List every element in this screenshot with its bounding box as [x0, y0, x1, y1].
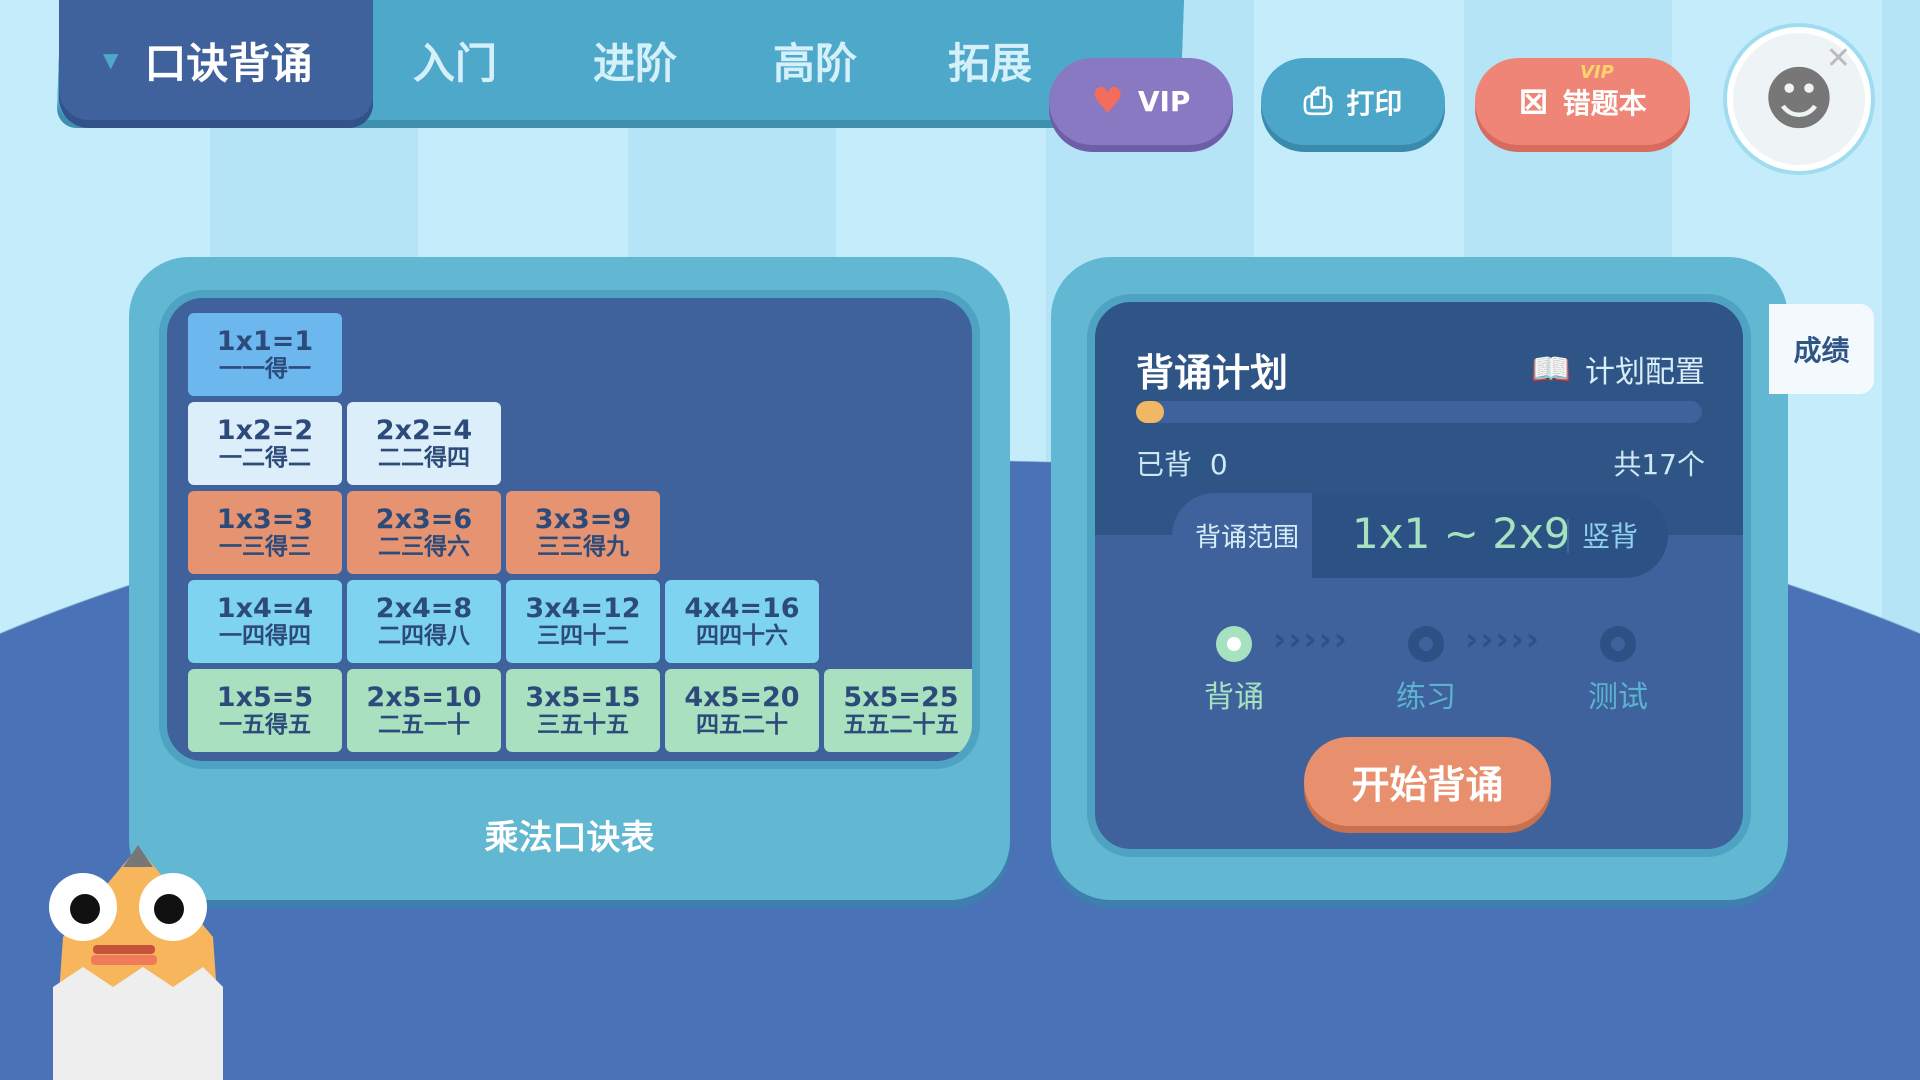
formula-chinese: 四五二十	[696, 711, 788, 738]
book-icon: 📖	[1531, 350, 1571, 388]
vip-button[interactable]: ♥ VIP	[1049, 58, 1233, 145]
pencil-mascot-icon	[49, 845, 223, 1080]
range-value: 1x1 ~ 2x9	[1352, 509, 1571, 558]
formula-chinese: 一五得五	[219, 711, 311, 738]
formula-equation: 1x1=1	[216, 326, 314, 357]
tab-label: 口诀背诵	[144, 38, 313, 88]
config-label: 计划配置	[1585, 355, 1705, 390]
print-button[interactable]: ⎙ 打印	[1261, 58, 1445, 145]
dropdown-triangle-icon: ▼	[103, 48, 119, 72]
close-icon[interactable]: ✕	[1825, 41, 1851, 76]
arrows-icon: ›››››	[1465, 620, 1541, 658]
formula-chinese: 二三得六	[378, 533, 470, 560]
plan-inner: 背诵计划 📖 计划配置 已背 0 共17个 背诵范围 1x1 ~ 2x9 竖背 ›…	[1087, 294, 1751, 857]
formula-chinese: 一三得三	[219, 533, 311, 560]
total-count: 共17个	[1613, 448, 1705, 481]
formula-chinese: 二五一十	[378, 711, 470, 738]
formula-chinese: 二四得八	[378, 622, 470, 649]
formula-equation: 1x2=2	[216, 415, 314, 446]
formula-equation: 2x2=4	[375, 415, 473, 446]
done-value: 0	[1209, 448, 1228, 481]
plan-config-button[interactable]: 📖 计划配置	[1531, 347, 1705, 391]
formula-chinese: 一一得一	[219, 355, 311, 382]
range-label: 背诵范围	[1172, 493, 1312, 578]
done-count: 已背 0	[1136, 443, 1228, 483]
tab-recite[interactable]: ▼ 口诀背诵	[59, 0, 373, 120]
formula-chinese: 二二得四	[378, 444, 470, 471]
formula-equation: 3x5=15	[525, 682, 641, 713]
formula-equation: 5x5=25	[843, 682, 959, 713]
wrong-book-icon: ⊠	[1518, 81, 1549, 122]
formula-equation: 3x3=9	[534, 504, 632, 535]
formula-equation: 2x5=10	[366, 682, 482, 713]
progress-bar	[1136, 401, 1702, 423]
formula-equation: 2x3=6	[375, 504, 473, 535]
formula-chinese: 三三得九	[537, 533, 629, 560]
formula-chinese: 四四十六	[696, 622, 788, 649]
formula-chinese: 一二得二	[219, 444, 311, 471]
tab-higher[interactable]: 高阶	[772, 39, 858, 88]
wrong-book-button[interactable]: VIP ⊠ 错题本	[1475, 58, 1690, 145]
recite-mode[interactable]: 竖背	[1582, 520, 1639, 553]
step-label-recite: 背诵	[1204, 680, 1264, 715]
print-label: 打印	[1346, 86, 1403, 120]
table-title: 乘法口诀表	[484, 818, 655, 858]
progress-fill	[1136, 401, 1164, 423]
plan-title: 背诵计划	[1136, 351, 1289, 395]
step-label-test: 测试	[1588, 680, 1648, 715]
step-dot-test	[1600, 626, 1636, 662]
step-dot-recite	[1216, 626, 1252, 662]
tab-extend[interactable]: 拓展	[947, 39, 1033, 88]
tab-advanced[interactable]: 进阶	[592, 39, 678, 88]
formula-equation: 3x4=12	[525, 593, 641, 624]
formula-chinese: 三五十五	[537, 711, 629, 738]
vip-tag: VIP	[1580, 62, 1614, 83]
wrong-book-label: 错题本	[1562, 86, 1647, 120]
formula-chinese: 一四得四	[219, 622, 311, 649]
formula-equation: 1x4=4	[216, 593, 314, 624]
step-label-practice: 练习	[1396, 680, 1456, 715]
score-tab[interactable]: 成绩	[1769, 304, 1874, 394]
formula-equation: 1x3=3	[216, 504, 314, 535]
done-label: 已背	[1136, 448, 1193, 481]
range-selector[interactable]: 背诵范围 1x1 ~ 2x9 竖背	[1172, 493, 1668, 578]
formula-chinese: 五五二十五	[843, 711, 959, 738]
plan-card: 背诵计划 📖 计划配置 已背 0 共17个 背诵范围 1x1 ~ 2x9 竖背 ›…	[1051, 257, 1788, 900]
formula-chinese: 三四十二	[537, 622, 629, 649]
formula-equation: 4x4=16	[684, 593, 800, 624]
printer-icon: ⎙	[1303, 80, 1333, 122]
formula-equation: 2x4=8	[375, 593, 473, 624]
arrows-icon: ›››››	[1273, 620, 1349, 658]
tab-beginner[interactable]: 入门	[412, 39, 498, 88]
step-dot-practice	[1408, 626, 1444, 662]
avatar[interactable]: ☻✕	[1727, 27, 1871, 171]
robot-avatar-icon: ☻	[1762, 58, 1836, 140]
formula-equation: 4x5=20	[684, 682, 800, 713]
start-recite-button[interactable]: 开始背诵	[1304, 737, 1551, 826]
divider	[1567, 519, 1569, 553]
vip-label: VIP	[1137, 85, 1191, 118]
diamond-icon: ♥	[1091, 81, 1124, 122]
formula-equation: 1x5=5	[216, 682, 314, 713]
